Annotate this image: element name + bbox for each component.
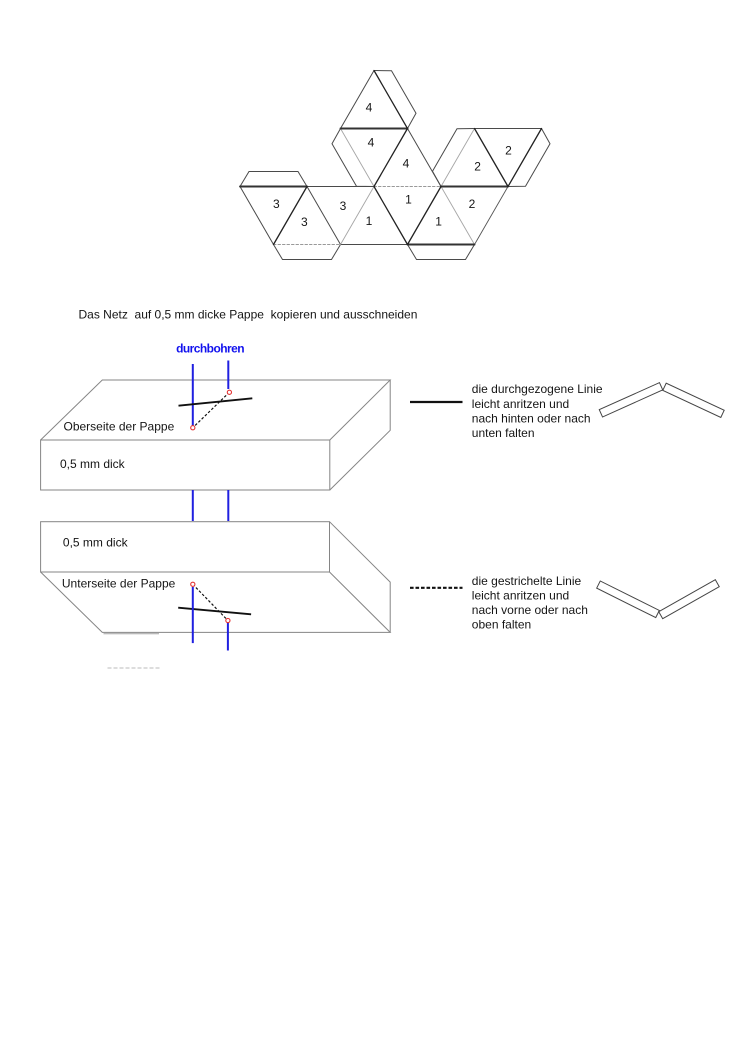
svg-text:1: 1: [435, 214, 442, 228]
svg-text:leicht anritzen und: leicht anritzen und: [472, 588, 569, 602]
svg-text:leicht anritzen und: leicht anritzen und: [472, 397, 569, 411]
svg-text:3: 3: [301, 215, 308, 229]
svg-text:oben falten: oben falten: [472, 618, 531, 632]
svg-text:unten falten: unten falten: [472, 426, 535, 440]
svg-text:nach hinten oder nach: nach hinten oder nach: [472, 412, 591, 426]
svg-text:2: 2: [505, 143, 512, 157]
svg-text:Das Netz auf 0,5 mm dicke Pap: Das Netz auf 0,5 mm dicke Pappe kopieren…: [79, 307, 418, 321]
svg-text:Unterseite der Pappe: Unterseite der Pappe: [62, 576, 176, 590]
svg-text:nach vorne oder nach: nach vorne oder nach: [472, 603, 588, 617]
svg-text:4: 4: [366, 101, 373, 115]
svg-text:1: 1: [366, 214, 373, 228]
svg-text:durchbohren: durchbohren: [176, 342, 244, 356]
svg-text:die durchgezogene Linie: die durchgezogene Linie: [472, 382, 603, 396]
svg-text:4: 4: [368, 135, 375, 149]
svg-text:3: 3: [340, 199, 347, 213]
svg-text:die gestrichelte Linie: die gestrichelte Linie: [472, 574, 582, 588]
svg-text:Oberseite der Pappe: Oberseite der Pappe: [64, 420, 175, 434]
svg-text:1: 1: [405, 192, 412, 206]
svg-text:0,5 mm dick: 0,5 mm dick: [60, 457, 126, 471]
svg-text:4: 4: [403, 156, 410, 170]
svg-text:2: 2: [474, 159, 481, 173]
svg-text:2: 2: [469, 197, 476, 211]
svg-text:0,5 mm dick: 0,5 mm dick: [63, 535, 129, 549]
svg-text:3: 3: [273, 197, 280, 211]
